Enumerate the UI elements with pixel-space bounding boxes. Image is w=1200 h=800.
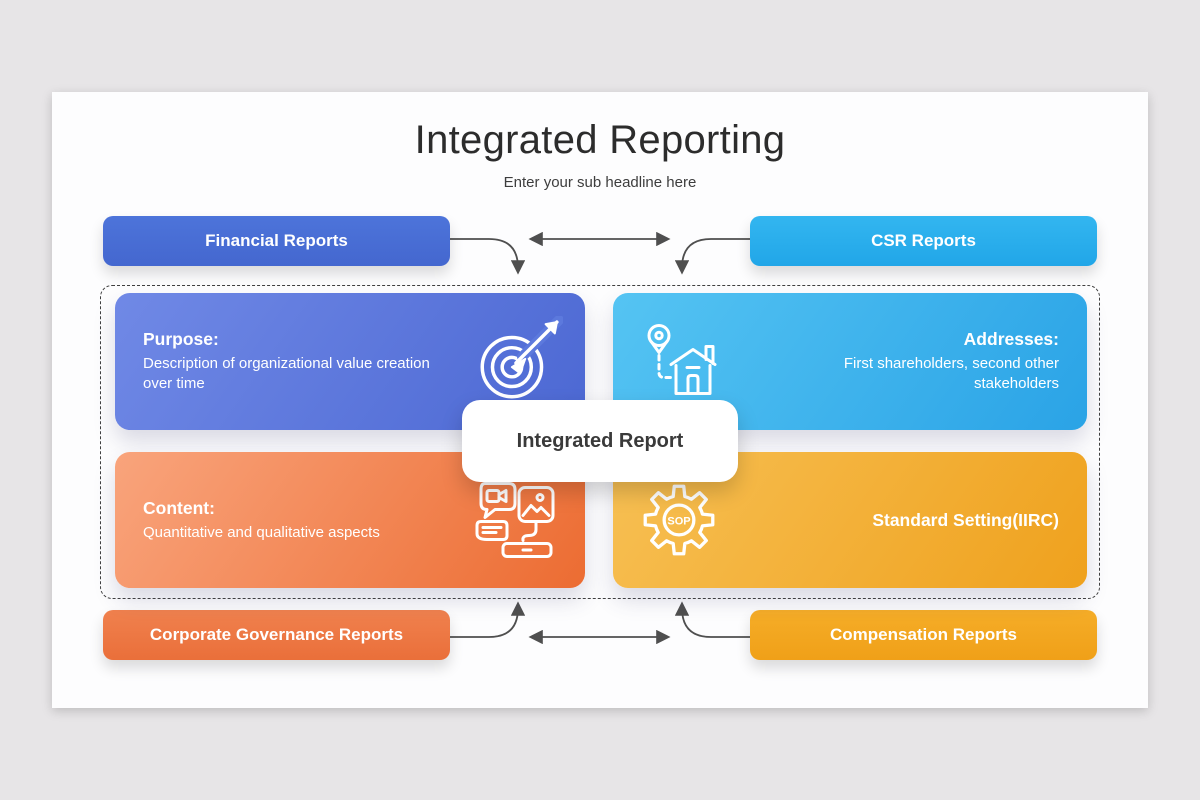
- integrated-report-box: Integrated Report: [462, 400, 738, 482]
- content-text-block: Content: Quantitative and qualitative as…: [143, 498, 473, 543]
- connector-governance-up: [450, 601, 526, 638]
- slide-canvas: Integrated Reporting Enter your sub head…: [52, 92, 1148, 708]
- financial-reports-label: Financial Reports: [103, 216, 450, 266]
- purpose-text-block: Purpose: Description of organizational v…: [143, 329, 471, 394]
- purpose-body: Description of organizational value crea…: [143, 355, 430, 392]
- chat-media-icon: [473, 477, 563, 563]
- addresses-body: First shareholders, second other stakeho…: [843, 355, 1059, 392]
- financial-reports-text: Financial Reports: [205, 231, 348, 250]
- connector-compensation-up: [674, 601, 750, 638]
- content-heading: Content:: [143, 497, 215, 518]
- integrated-report-label: Integrated Report: [516, 429, 684, 452]
- standard-setting-heading: Standard Setting(IIRC): [872, 509, 1059, 530]
- page-subtitle: Enter your sub headline here: [503, 174, 697, 191]
- purpose-heading: Purpose:: [143, 329, 219, 350]
- corporate-governance-reports-text: Corporate Governance Reports: [149, 625, 404, 644]
- csr-reports-text: CSR Reports: [871, 231, 976, 250]
- page-title: Integrated Reporting: [414, 118, 786, 162]
- target-dart-icon: [471, 315, 563, 408]
- compensation-reports-label: Compensation Reports: [750, 610, 1097, 660]
- corporate-governance-reports-label: Corporate Governance Reports: [103, 610, 450, 660]
- connector-financial-down: [450, 238, 526, 275]
- location-home-icon: [635, 319, 725, 405]
- content-body: Quantitative and qualitative aspects: [143, 523, 380, 541]
- dashed-container: [100, 285, 1100, 599]
- addresses-text-block: Addresses: First shareholders, second ot…: [725, 329, 1059, 394]
- csr-reports-label: CSR Reports: [750, 216, 1097, 266]
- standard-setting-card: SOP Standard Setting(IIRC): [613, 452, 1087, 588]
- compensation-reports-text: Compensation Reports: [829, 625, 1018, 644]
- sop-gear-icon: SOP: [635, 476, 723, 564]
- standard-setting-text-block: Standard Setting(IIRC): [723, 510, 1059, 531]
- addresses-heading: Addresses:: [963, 329, 1059, 350]
- connector-csr-down: [674, 238, 750, 275]
- sop-icon-label: SOP: [667, 515, 690, 527]
